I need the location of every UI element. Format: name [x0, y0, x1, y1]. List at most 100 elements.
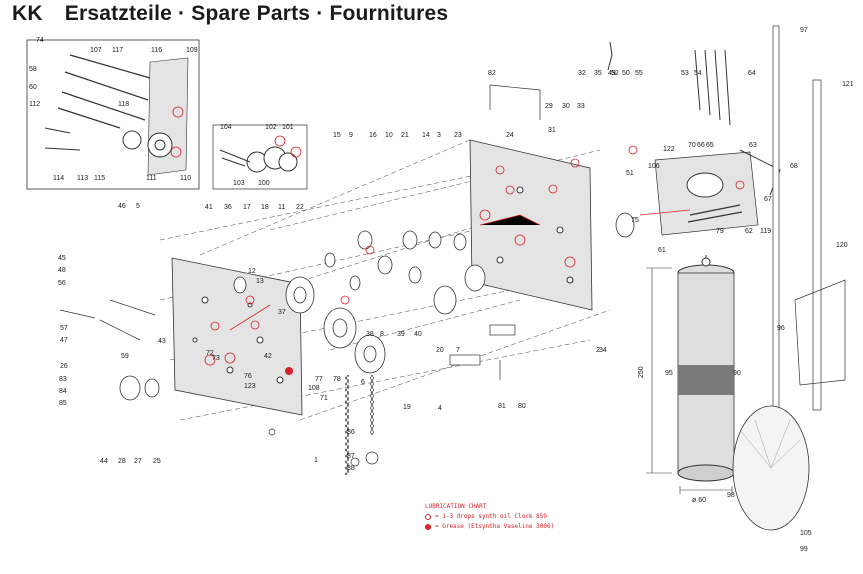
part-label-34: 34	[599, 347, 607, 354]
part-label-45: 45	[58, 255, 66, 262]
diameter-dimension: ø 60	[692, 497, 706, 504]
part-label-104: 104	[220, 124, 232, 131]
part-label-62: 62	[745, 228, 753, 235]
part-label-65: 65	[706, 142, 714, 149]
part-label-88: 88	[347, 465, 355, 472]
part-label-42: 42	[264, 353, 272, 360]
part-label-44: 44	[100, 458, 108, 465]
part-label-57: 57	[60, 325, 68, 332]
part-label-97: 97	[800, 27, 808, 34]
weight-cylinder	[677, 255, 735, 482]
inset-hand-detail	[212, 124, 308, 190]
part-label-26: 26	[60, 363, 68, 370]
part-label-77: 77	[315, 376, 323, 383]
part-label-25: 25	[153, 458, 161, 465]
part-label-110: 110	[180, 175, 191, 182]
part-label-59: 59	[121, 353, 129, 360]
part-label-30: 30	[562, 103, 570, 110]
part-label-35: 35	[594, 70, 602, 77]
part-label-19: 19	[403, 404, 411, 411]
part-label-1: 1	[314, 457, 318, 464]
part-label-99: 99	[800, 546, 808, 553]
part-label-115: 115	[94, 175, 105, 182]
part-label-74: 74	[36, 37, 44, 44]
part-label-100: 100	[258, 180, 270, 187]
part-label-31: 31	[548, 127, 556, 134]
part-label-33: 33	[577, 103, 585, 110]
part-label-9: 9	[349, 132, 353, 139]
catalog-code: KK	[12, 2, 43, 25]
height-dimension: 250	[638, 366, 645, 378]
part-label-81: 81	[498, 403, 506, 410]
part-label-23: 23	[454, 132, 462, 139]
part-label-75: 75	[631, 217, 639, 224]
part-label-29: 29	[545, 103, 553, 110]
chime-rods	[694, 49, 731, 126]
part-label-112: 112	[29, 101, 40, 108]
lubrication-chart-title: LUBRICATION CHART	[425, 503, 487, 510]
lubrication-oil-text: = 1-3 drops synth oil Clock 859	[435, 513, 547, 520]
part-label-123: 123	[244, 383, 256, 390]
part-label-119: 119	[760, 228, 771, 235]
part-label-17: 17	[243, 204, 251, 211]
part-label-49: 49	[608, 70, 616, 77]
grease-symbol-icon	[425, 524, 431, 530]
part-label-70: 70	[688, 142, 696, 149]
part-label-4: 4	[438, 405, 442, 412]
part-label-21: 21	[401, 132, 409, 139]
part-label-3: 3	[437, 132, 441, 139]
part-label-101: 101	[282, 124, 294, 131]
part-label-105: 105	[800, 530, 812, 537]
pendulum-bob	[732, 405, 810, 531]
part-label-27: 27	[134, 458, 142, 465]
part-label-73: 73	[212, 355, 220, 362]
part-label-95: 95	[665, 370, 673, 377]
part-label-103: 103	[233, 180, 245, 187]
lubrication-grease-row: = Grease (Etsyntha Vaseline 3000)	[425, 522, 554, 532]
part-label-15: 15	[333, 132, 341, 139]
part-label-40: 40	[414, 331, 422, 338]
oil-symbol-icon	[425, 514, 431, 520]
oil-leader-lines	[229, 209, 691, 331]
part-label-53: 53	[681, 70, 689, 77]
part-label-58: 58	[29, 66, 37, 73]
gear-train	[119, 212, 635, 401]
part-label-111: 111	[146, 175, 157, 182]
part-label-54: 54	[694, 70, 702, 77]
part-label-39: 39	[397, 331, 405, 338]
inset-strike-detail	[26, 39, 200, 190]
part-label-11: 11	[278, 204, 285, 211]
part-label-122: 122	[663, 146, 675, 153]
part-label-85: 85	[59, 400, 67, 407]
part-label-84: 84	[59, 388, 67, 395]
part-label-14: 14	[422, 132, 430, 139]
part-label-109: 109	[186, 47, 198, 54]
part-label-22: 22	[296, 204, 304, 211]
strike-assembly	[654, 149, 781, 236]
assembly-guide-lines	[159, 139, 611, 421]
part-label-68: 68	[790, 163, 798, 170]
part-label-12: 12	[248, 268, 256, 275]
part-label-46: 46	[118, 203, 126, 210]
lubrication-chart: LUBRICATION CHART = 1-3 drops synth oil …	[425, 502, 554, 532]
part-label-66: 66	[697, 142, 705, 149]
part-label-50: 50	[622, 70, 630, 77]
part-label-16: 16	[369, 132, 377, 139]
pendulum-rods	[772, 25, 846, 447]
part-label-13: 13	[256, 278, 264, 285]
part-label-113: 113	[77, 175, 88, 182]
part-label-61: 61	[658, 247, 666, 254]
drive-chain	[345, 375, 374, 475]
part-label-7: 7	[456, 347, 460, 354]
part-label-98: 98	[727, 492, 735, 499]
part-label-83: 83	[59, 376, 67, 383]
part-label-79: 79	[716, 228, 724, 235]
part-label-43: 43	[158, 338, 166, 345]
part-label-106: 106	[648, 163, 660, 170]
part-label-10: 10	[385, 132, 393, 139]
part-label-102: 102	[265, 124, 277, 131]
oil-points	[170, 106, 745, 366]
